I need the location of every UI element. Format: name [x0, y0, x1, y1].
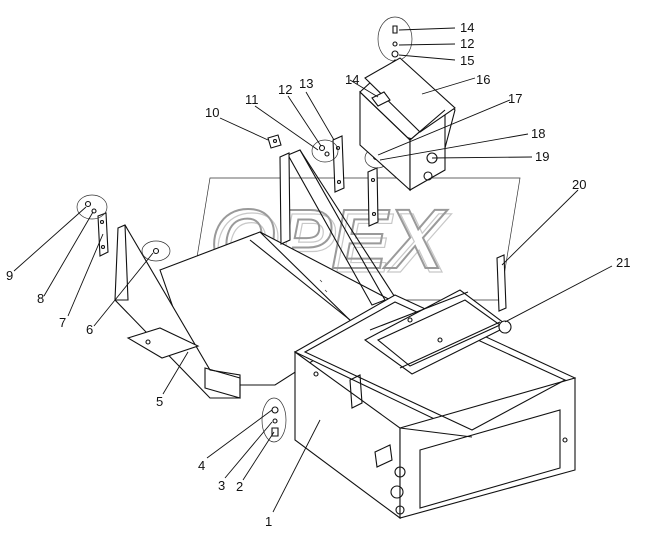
strap-vertical-bracket — [279, 152, 291, 245]
fastener-detail-6 — [141, 240, 171, 262]
callout-21: 21 — [616, 255, 630, 270]
callout-8: 8 — [37, 291, 44, 306]
callouts: 14 12 15 16 14 13 12 11 10 17 18 19 20 2… — [6, 20, 630, 529]
callout-2: 2 — [236, 479, 243, 494]
leader-lines — [13, 27, 613, 513]
callout-7: 7 — [59, 315, 66, 330]
callout-9: 9 — [6, 268, 13, 283]
callout-20: 20 — [572, 177, 586, 192]
small-plate-hole — [145, 339, 151, 345]
strap-20 — [496, 254, 507, 312]
callout-18: 18 — [531, 126, 545, 141]
small-floor-plate — [126, 327, 200, 359]
left-side-plate — [114, 224, 241, 399]
strap-center — [367, 167, 379, 227]
fastener-detail-14-12-15 — [377, 16, 413, 62]
callout-5: 5 — [156, 394, 163, 409]
callout-3: 3 — [218, 478, 225, 493]
fastener-detail-11-12 — [311, 139, 339, 163]
callout-12-top: 12 — [460, 36, 474, 51]
top-battery-box — [359, 57, 456, 192]
square-plate-10 — [267, 134, 282, 149]
top-crossbar-frame — [363, 289, 512, 375]
callout-16: 16 — [476, 72, 490, 87]
callout-10: 10 — [205, 105, 219, 120]
callout-12-mid: 12 — [278, 82, 292, 97]
callout-11: 11 — [245, 92, 259, 107]
callout-14-top: 14 — [460, 20, 474, 35]
main-box — [293, 294, 577, 520]
side-tab — [349, 374, 363, 409]
callout-17: 17 — [508, 91, 522, 106]
callout-6: 6 — [86, 322, 93, 337]
callout-15: 15 — [460, 53, 474, 68]
right-bracket — [287, 149, 401, 306]
callout-1: 1 — [265, 514, 272, 529]
fastener-detail-9-8 — [76, 194, 108, 220]
callout-19: 19 — [535, 149, 549, 164]
strap-13 — [332, 135, 345, 193]
callout-4: 4 — [198, 458, 205, 473]
callout-14-mid: 14 — [345, 72, 359, 87]
callout-13: 13 — [299, 76, 313, 91]
fastener-detail-2-3-4 — [261, 397, 287, 443]
